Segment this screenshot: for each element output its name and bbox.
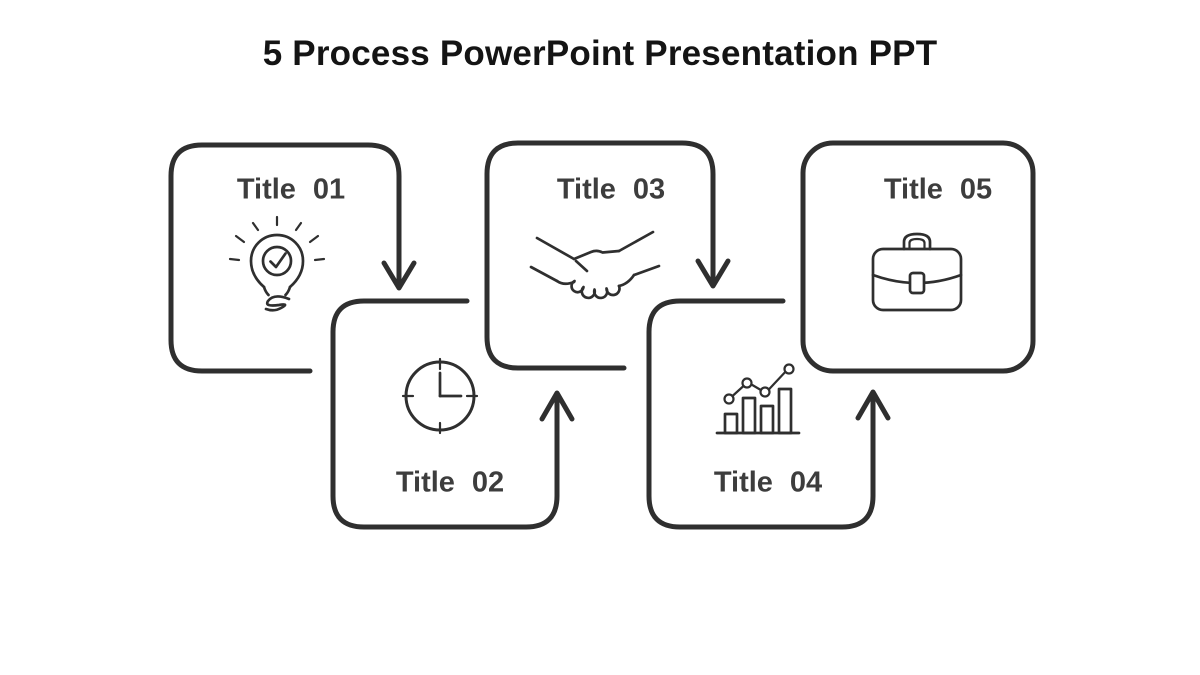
arrow-3-to-4-head (695, 258, 731, 289)
arrow-2-to-3-head (539, 390, 575, 422)
arrow-1-to-2-head (381, 260, 417, 291)
step-2-label: Title (395, 466, 455, 499)
handshake-icon (529, 230, 661, 300)
step-1-box (168, 142, 417, 374)
step-5-label: Title (883, 173, 943, 206)
clock-icon (401, 357, 479, 435)
step-2-number: 02 (471, 466, 505, 499)
step-2-title: Title 02 (396, 467, 504, 500)
slide-title: 5 Process PowerPoint Presentation PPT (262, 34, 938, 73)
briefcase-icon (871, 232, 963, 312)
step-1-label: Title (236, 173, 296, 206)
step-4-title: Title 04 (714, 467, 822, 500)
step-5-box (800, 140, 1036, 374)
step-5-number: 05 (959, 173, 993, 206)
step-4-label: Title (713, 466, 773, 499)
step-1-number: 01 (312, 173, 346, 206)
step-3-number: 03 (632, 173, 666, 206)
lightbulb-check-icon (228, 215, 326, 312)
step-2-box (330, 298, 575, 530)
step-3-label: Title (556, 173, 616, 206)
step-4-number: 04 (789, 466, 823, 499)
arrow-4-to-5-head (855, 389, 891, 421)
step-1-title: Title 01 (237, 174, 345, 207)
step-3-box (484, 140, 731, 371)
bar-chart-trend-icon (715, 363, 801, 435)
step-4-box (646, 298, 891, 530)
step-3-title: Title 03 (557, 174, 665, 207)
step-5-title: Title 05 (884, 174, 992, 207)
